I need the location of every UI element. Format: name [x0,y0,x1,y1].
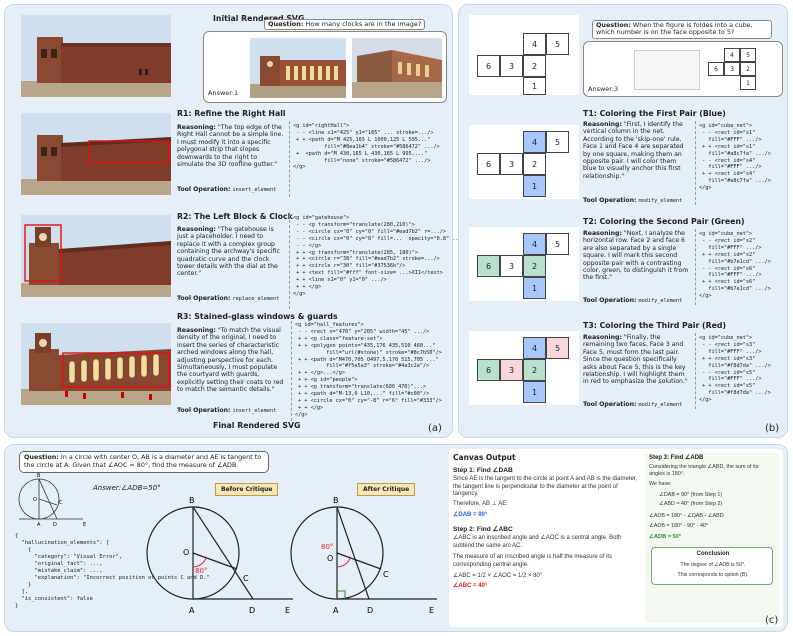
after-critique-tag: After Critique [357,483,416,496]
conclusion-box: Conclusion The degree of ∠ADB is 50°. Th… [651,547,773,585]
panel-c-label: (c) [765,615,779,626]
after-label-C: C [383,570,389,579]
step1-code: <g id="cube_net"> - - <rect id="s1" fill… [699,123,771,192]
initial-render-image [21,15,171,97]
small-label-A: A [37,522,41,528]
round1-tool: Tool Operation: insert_element [177,186,277,193]
canvas-title: Canvas Output [453,453,516,462]
panel-c: Question: In a circle with center O, AB … [4,444,788,632]
answer-text-c: Answer:∠ADB=50° [93,484,161,492]
question-box: Question: How many clocks are in the ima… [203,19,447,103]
round2-reasoning: Reasoning: "The gatehouse is just a plac… [177,226,280,278]
before-label-C: C [243,574,249,583]
original-figure: B O A D C E [18,473,86,528]
step2-tool: Tool Operation: modify_element [583,297,683,304]
round1-render-image [21,113,171,195]
small-label-C: C [59,500,63,506]
question-box-c: Question: In a circle with center O, AB … [19,451,269,473]
after-label-B: B [333,496,339,505]
after-angle-label: 80° [321,543,333,551]
initial-net: 4 5 6 3 2 1 [469,15,579,95]
small-label-O: O [33,497,37,503]
before-label-E: E [285,606,290,615]
panel-a-label: (a) [428,423,442,434]
after-label-E: E [429,606,434,615]
step2-title: T2: Coloring the Second Pair (Green) [583,217,745,226]
step3-box: Step 3: Find ∠ADB Considering the triang… [645,453,779,623]
round2-render-image [21,215,171,297]
net-step2: 4 5 6 3 2 1 [469,227,579,301]
step3-tool: Tool Operation: modify_element [583,401,683,408]
initial-title: Initial Rendered SVG [213,14,305,23]
before-critique-figure: 80° B O A D C E [146,496,293,615]
small-label-D: D [53,522,57,528]
step3-reasoning: Reasoning: "Finally, the remaining two f… [583,334,688,386]
after-label-O: O [327,554,333,563]
question-label: Question: [268,20,304,28]
after-critique-figure: 80° B O A D C E [290,496,437,615]
round3-code: <g id="hall_features"> - - <rect x="470"… [295,322,442,418]
step1-tool: Tool Operation: modify_element [583,197,683,204]
after-label-A: A [333,606,339,615]
question-box-b: Question: When the figure is foldes into… [583,20,783,97]
canvas-output: Canvas Output Step 1: Find ∠DAB Since AE… [449,449,783,627]
small-label-E: E [83,522,86,528]
step2-code: <g id="cube_net"> - - <rect id="s2" fill… [699,231,771,300]
before-critique-tag: Before Critique [215,483,279,496]
reference-image-1 [250,38,346,98]
step2-reasoning: Reasoning: "Next, I analyze the horizont… [583,230,689,282]
step1-title: T1: Coloring the First Pair (Blue) [583,109,726,118]
round1-title: R1: Refine the Right Hall [177,109,286,118]
before-label-A: A [189,606,195,615]
question-text: How many clocks are in the image? [305,20,422,28]
round3-reasoning: Reasoning: "To match the visual density … [177,327,284,394]
round3-render-image [21,323,171,405]
before-label-D: D [249,606,255,615]
round1-reasoning: Reasoning: "The top edge of the Right Ha… [177,124,284,169]
reference-image-2 [352,38,442,98]
round2-tool: Tool Operation: replace_element [177,295,280,302]
step3-code: <g id="cube_net"> - - <rect id="s3" fill… [699,335,771,404]
small-label-B: B [37,473,41,479]
round1-code: <g id="rightHall"> - - <line x1="425" y1… [293,123,440,171]
round2-title: R2: The Left Block & Clock [177,212,293,221]
before-label-O: O [183,548,189,557]
answer-text-b: Answer:3 [588,85,619,93]
net-step3: 4 5 6 3 2 1 [469,331,579,405]
hallucination-json: { "hallucination_elements": [ { "categor… [15,533,210,609]
before-angle-label: 80° [195,567,207,575]
after-label-D: D [367,606,373,615]
final-title: Final Rendered SVG [213,421,301,430]
step3-title: T3: Coloring the Third Pair (Red) [583,321,727,330]
panel-a: Initial Rendered SVG Question: How many … [4,4,468,438]
round2-code: <g id="gatehouse"> - - <g transform="tra… [293,215,468,297]
answer-text: Answer:1 [208,89,239,97]
step1-reasoning: Reasoning: "First, I identify the vertic… [583,121,684,180]
round3-tool: Tool Operation: insert_element [177,407,277,414]
panel-b: 4 5 6 3 2 1 Question: When the figure is… [458,4,788,438]
round3-title: R3: Stained-glass windows & guards [177,312,338,321]
before-label-B: B [189,496,195,505]
net-step1: 4 5 6 3 2 1 [469,125,579,199]
panel-b-label: (b) [765,423,780,434]
